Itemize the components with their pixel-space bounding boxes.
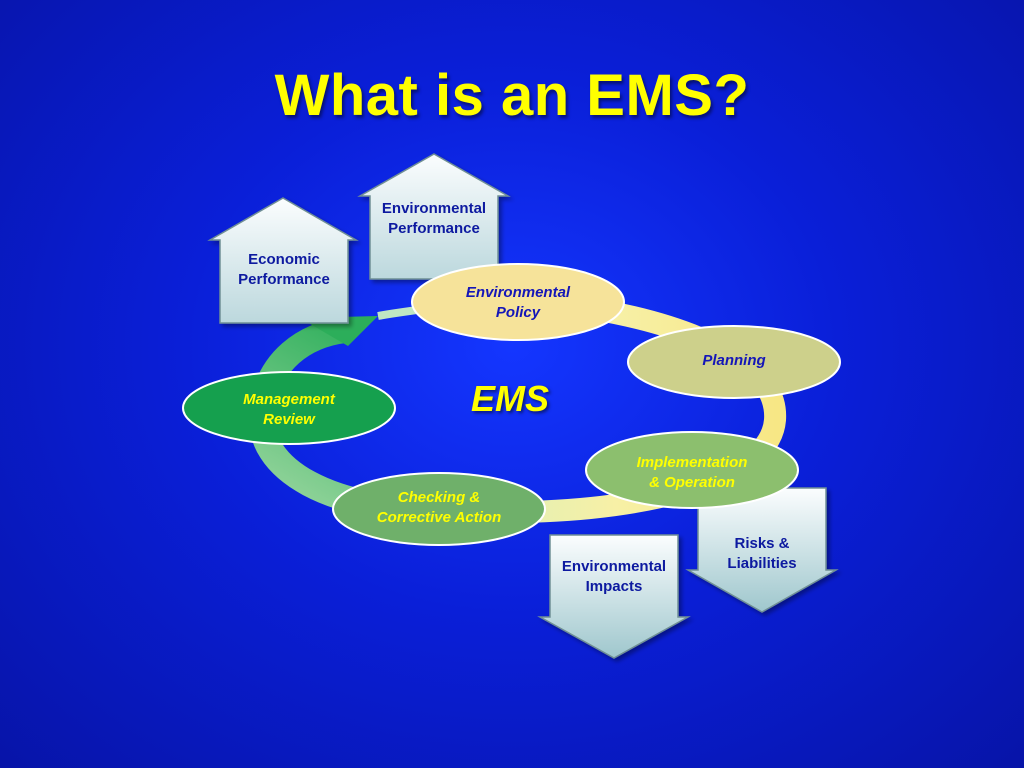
- cycle-ring: [444, 289, 787, 523]
- ems-center-label: EMS: [470, 378, 549, 419]
- policy-label: Environmental Policy: [465, 284, 571, 321]
- implementation-oval: [585, 431, 799, 509]
- environmental-impacts-label: Environmental Impacts: [561, 558, 667, 595]
- risks-liabilities-label: Risks & Liabilities: [727, 535, 797, 572]
- risks-liabilities-box: [685, 487, 839, 613]
- planning-label: Planning: [702, 352, 766, 369]
- environmental-impacts-box: [537, 534, 691, 659]
- planning-oval: [627, 325, 841, 399]
- page-title: What is an EMS?: [274, 63, 750, 128]
- economic-performance-label: Economic Performance: [238, 251, 330, 288]
- economic-performance-box: [207, 197, 359, 324]
- implementation-label: Implementation & Operation: [636, 454, 748, 491]
- checking-oval: [332, 472, 546, 546]
- review-label: Management Review: [243, 391, 335, 428]
- policy-oval: [411, 263, 625, 341]
- checking-label: Checking & Corrective Action: [376, 489, 502, 526]
- environmental-performance-label: Environmental Performance: [381, 200, 487, 237]
- review-oval: [182, 371, 396, 445]
